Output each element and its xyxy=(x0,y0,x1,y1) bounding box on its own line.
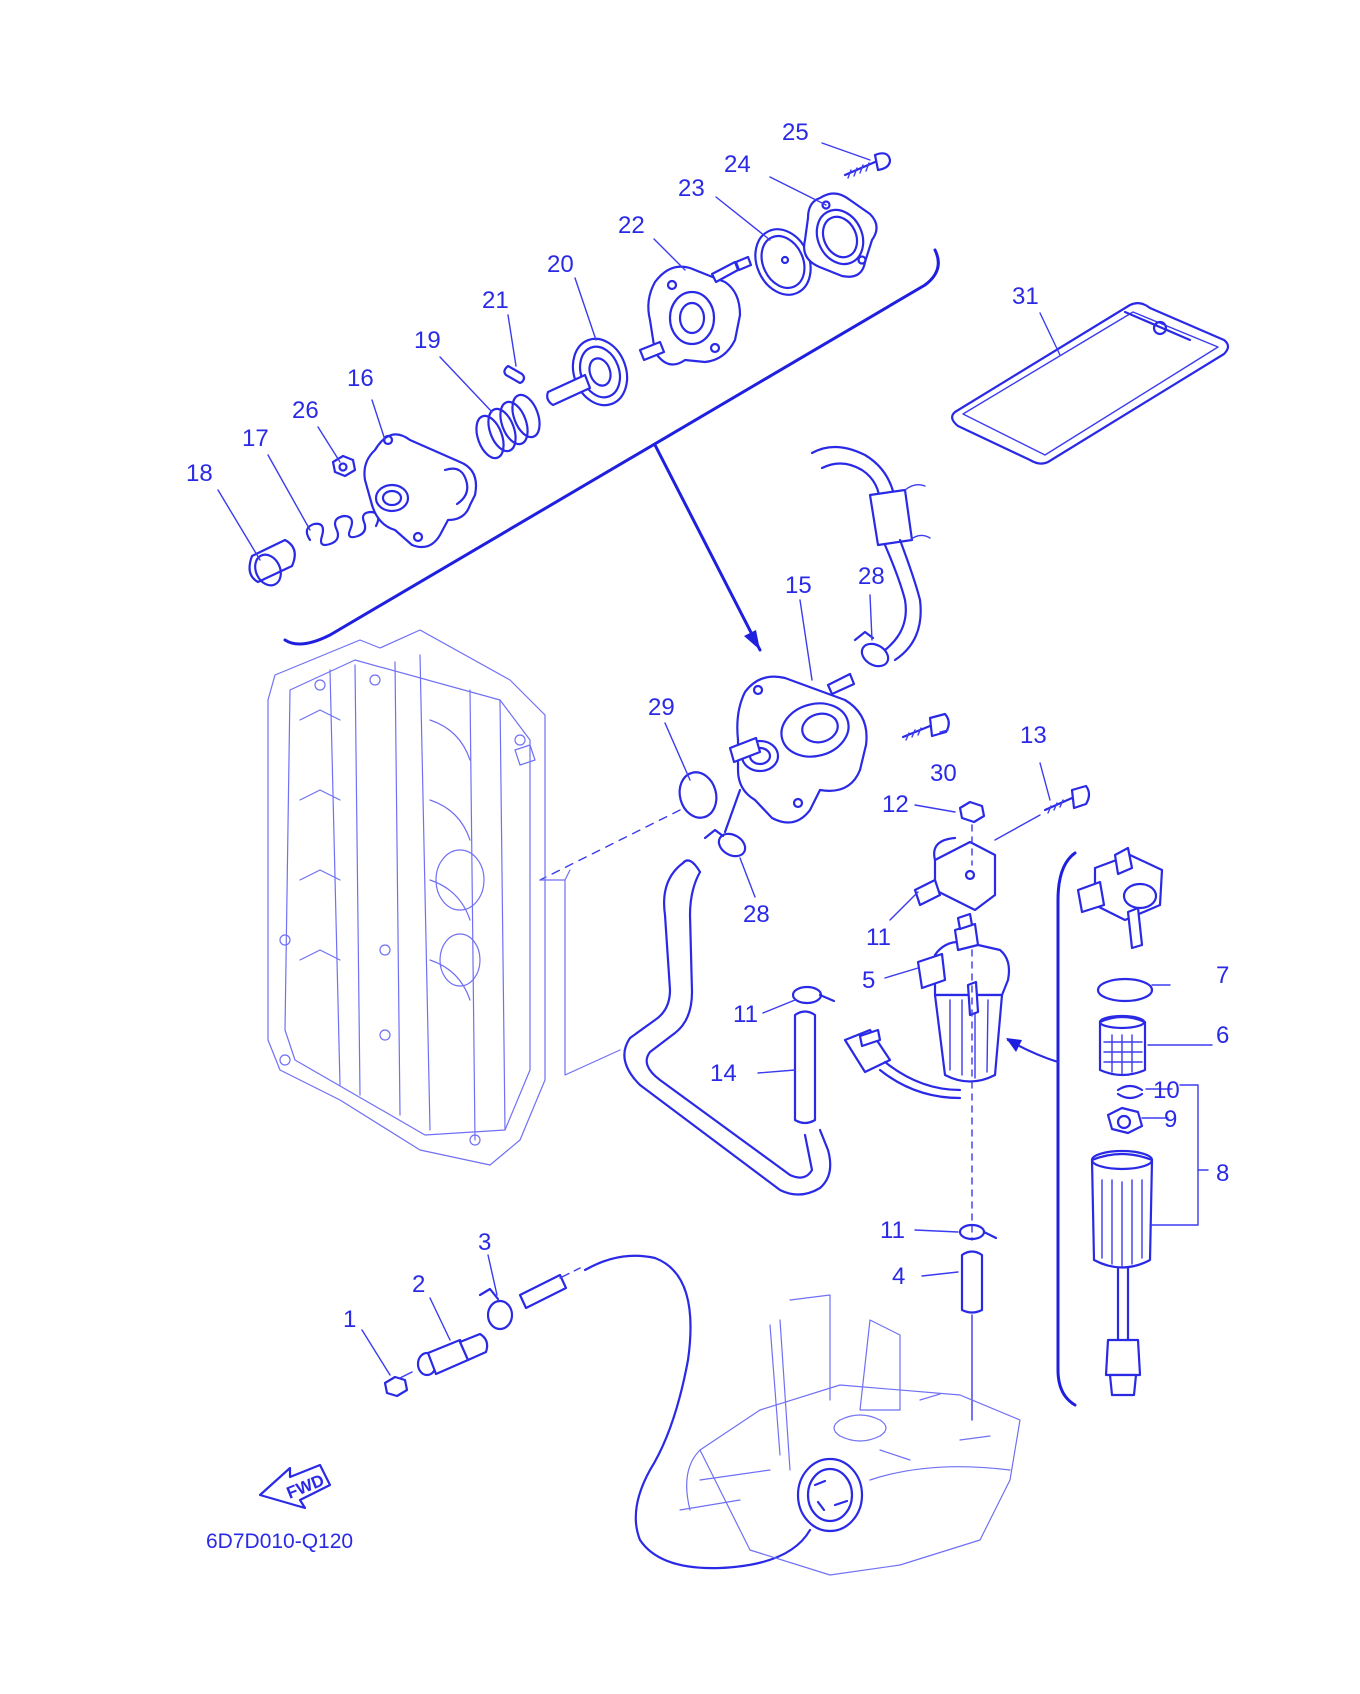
callout-19: 18 xyxy=(186,460,213,487)
hose-upper xyxy=(810,445,931,662)
callout-5: 5 xyxy=(862,967,875,994)
part-19-cap xyxy=(248,538,296,587)
part-20-spring xyxy=(475,393,541,460)
callout-17: 16 xyxy=(347,365,374,392)
callout-21: 20 xyxy=(547,251,574,278)
callout-11-upper: 11 xyxy=(733,1001,758,1028)
part-31-gasket xyxy=(951,301,1230,465)
part-2-connector xyxy=(416,1332,489,1377)
callout-26: 25 xyxy=(782,119,809,146)
callout-28-lower: 28 xyxy=(743,901,770,928)
hose-lower xyxy=(623,859,832,1196)
part-26-screw xyxy=(843,152,892,179)
callout-20: 19 xyxy=(414,327,441,354)
callout-29: 29 xyxy=(648,694,675,721)
fuel-supply-line xyxy=(518,1254,812,1570)
callout-14: 13 xyxy=(1020,722,1047,749)
part-18-spring xyxy=(305,510,380,547)
right-group-bracket xyxy=(1006,851,1077,1407)
part-5-filter-assembly xyxy=(916,912,1011,1241)
callout-10: 10 xyxy=(1153,1077,1180,1104)
part-11-clip-upper xyxy=(791,985,836,1005)
callout-28-upper: 28 xyxy=(858,563,885,590)
callout-numbers: 25 24 23 22 20 21 19 16 26 17 18 31 28 1… xyxy=(186,119,1229,1333)
callout-27: 26 xyxy=(292,397,319,424)
callout-8: 8 xyxy=(1216,1160,1229,1187)
part-1-screw xyxy=(383,1371,413,1398)
callout-16: 15 xyxy=(785,572,812,599)
callout-24: 23 xyxy=(678,175,705,202)
callout-22: 21 xyxy=(482,287,509,314)
part-3-clip xyxy=(478,1287,514,1331)
part-15-hose xyxy=(793,1010,817,1125)
part-29-oring xyxy=(539,771,718,881)
part-14-bolt xyxy=(994,784,1091,841)
part-12-bracket xyxy=(913,836,997,912)
callout-7: 7 xyxy=(1216,962,1229,989)
part-13-nut xyxy=(958,800,986,866)
callout-15: 14 xyxy=(710,1060,737,1087)
part-9-nut xyxy=(1106,1106,1144,1135)
fwd-arrow: FWD xyxy=(258,1463,332,1510)
lower-engine-outline xyxy=(679,1294,1021,1576)
callout-18: 17 xyxy=(242,425,269,452)
callout-9: 9 xyxy=(1164,1106,1177,1133)
part-23-pump-body xyxy=(638,255,753,366)
callout-3: 3 xyxy=(478,1229,491,1256)
callout-31: 31 xyxy=(1012,283,1039,310)
callout-25: 24 xyxy=(724,151,751,178)
callout-12: 11 xyxy=(866,924,891,951)
part-11-clip-lower xyxy=(958,1223,998,1241)
diagram-code: 6D7D010-Q120 xyxy=(206,1530,353,1553)
callout-6: 6 xyxy=(1216,1022,1229,1049)
callout-23: 22 xyxy=(618,212,645,239)
callout-11-lower: 11 xyxy=(880,1217,905,1244)
callout-4: 4 xyxy=(892,1263,905,1290)
callout-30: 30 xyxy=(930,760,957,787)
callout-bracket-8 xyxy=(1149,1084,1209,1226)
filter-cap-top xyxy=(1076,846,1164,950)
part-30-bolt xyxy=(901,712,950,741)
part-8-filter-cup xyxy=(1090,1149,1154,1397)
part-28-clip-lower xyxy=(703,788,747,858)
exploded-group-bracket xyxy=(283,248,940,652)
part-16-fuel-pump xyxy=(728,672,868,824)
cylinder-head-outline xyxy=(267,629,621,1166)
callout-1: 1 xyxy=(343,1306,356,1333)
callout-leaders xyxy=(217,142,1213,1376)
callout-2: 2 xyxy=(412,1271,425,1298)
part-17-housing xyxy=(363,433,478,549)
part-27-nut xyxy=(331,454,357,478)
part-4-hose xyxy=(960,1250,984,1421)
part-21-diaphragm xyxy=(546,337,629,407)
part-7-oring xyxy=(1096,977,1154,1003)
filter-sensor-connector xyxy=(843,1028,962,1100)
part-28-clip-upper xyxy=(853,630,890,668)
callout-13: 12 xyxy=(882,791,909,818)
part-6-filter-element xyxy=(1098,1014,1147,1077)
part-10-ring xyxy=(1116,1084,1144,1100)
part-25-cover xyxy=(803,192,878,278)
part-22-pin xyxy=(503,364,526,385)
